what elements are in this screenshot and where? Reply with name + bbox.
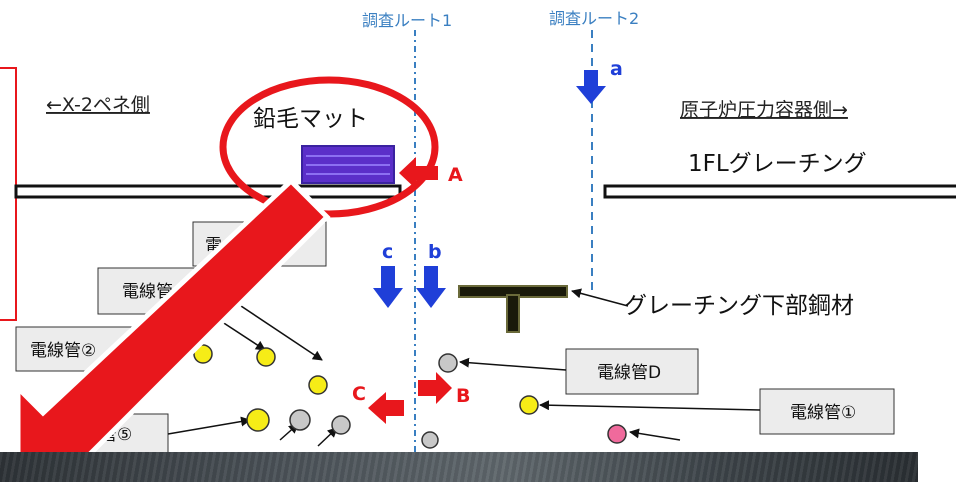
conduit-yellow-4: [246, 408, 270, 432]
red-arrow-c: [368, 392, 404, 424]
marker-a: a: [610, 58, 623, 80]
red-arrow-a: [399, 157, 438, 189]
marker-b: b: [428, 241, 442, 263]
conduit-box-one: [759, 388, 895, 435]
conduit-gray-3: [438, 353, 458, 373]
grating-right: [603, 184, 956, 199]
route2-label: 調査ルート2: [549, 9, 639, 28]
conduit-gray-1: [289, 409, 311, 431]
conduit-yellow-2: [256, 347, 276, 367]
blue-arrow-c: [373, 266, 403, 308]
steel-label: グレーチング下部鋼材: [624, 293, 854, 319]
conduit-d-label: 電線管D: [597, 363, 661, 383]
route1-label: 調査ルート1: [362, 11, 452, 30]
highlight-ellipse: [219, 76, 439, 218]
conduit-yellow-1: [193, 344, 213, 364]
conduit-left-label: 電線管②: [30, 341, 96, 361]
conduit-gray-4: [421, 431, 439, 449]
conduit-pink-1: [607, 424, 627, 444]
blue-arrow-b: [416, 266, 446, 308]
conduit-yellow-3: [308, 375, 328, 395]
photo-strip: [0, 452, 918, 482]
lead-mat-label: 鉛毛マット: [253, 106, 368, 132]
marker-c: c: [382, 241, 393, 263]
left-side-label: ←X-2ペネ側: [46, 94, 150, 116]
conduit-gray-2: [331, 415, 351, 435]
conduit-mid-label: 電線管: [122, 282, 173, 302]
conduit-one-label: 電線管①: [790, 403, 856, 423]
marker-C: C: [352, 383, 366, 405]
conduit-yellow-5: [519, 395, 539, 415]
marker-A: A: [448, 164, 463, 186]
red-arrow-b: [418, 372, 452, 404]
left-red-frame: [0, 67, 17, 321]
marker-B: B: [456, 385, 470, 407]
conduit-box-d: [565, 348, 699, 395]
grating-label: 1FLグレーチング: [688, 151, 867, 177]
blue-arrow-a: [576, 70, 606, 104]
right-side-label: 原子炉圧力容器側→: [680, 99, 848, 121]
grating-left: [14, 184, 402, 199]
steel-beam-stem: [506, 294, 520, 333]
